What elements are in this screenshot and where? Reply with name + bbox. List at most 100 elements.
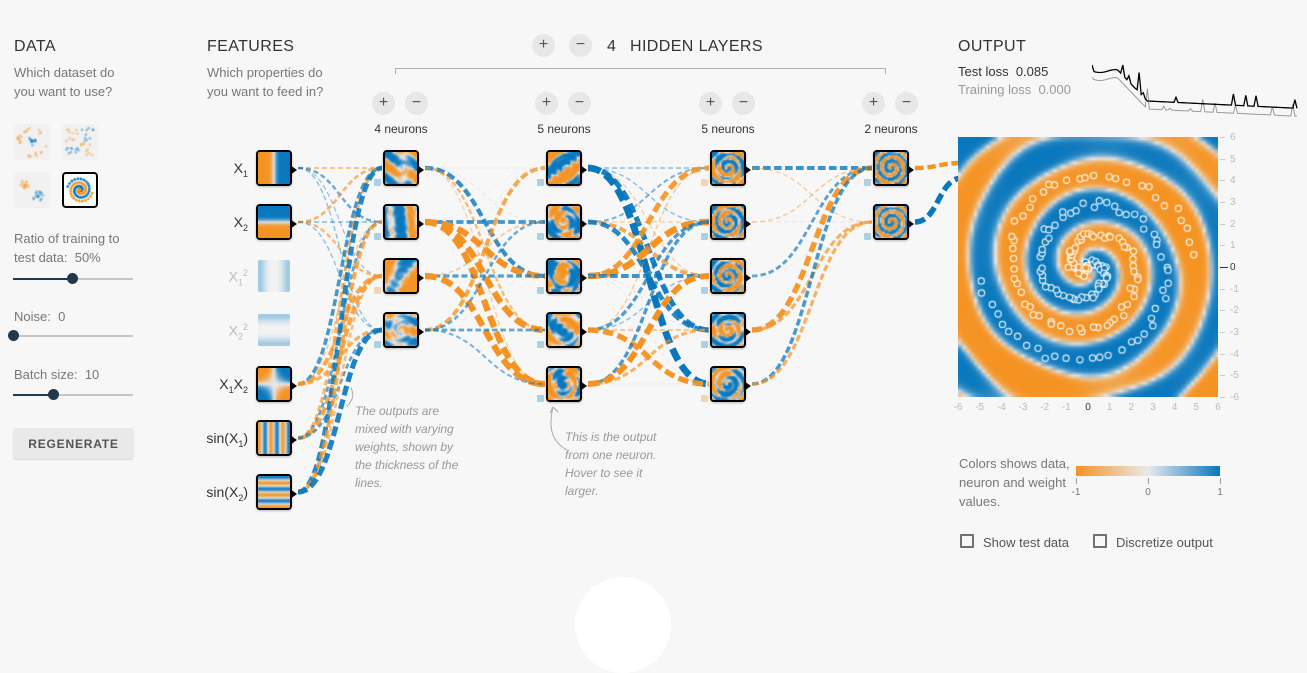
- test-loss: Test loss 0.085: [958, 64, 1049, 79]
- neuron-layer2-2-canvas: [548, 206, 580, 238]
- ratio-slider[interactable]: [13, 273, 133, 284]
- color-scale-tickmark: [1148, 478, 1149, 484]
- neuron-layer1-1[interactable]: [374, 150, 424, 186]
- remove-neuron-button-layer-3[interactable]: −: [732, 92, 755, 115]
- output-nub-icon: [290, 165, 297, 175]
- y-axis-tick-label: 4: [1230, 175, 1236, 187]
- bias-square[interactable]: [701, 395, 708, 402]
- x-axis-tick-label: 0: [1085, 402, 1091, 413]
- annotation-weights: The outputs are mixed with varying weigh…: [355, 404, 459, 490]
- output-nub-icon: [744, 165, 751, 175]
- noise-slider-knob[interactable]: [8, 330, 19, 341]
- feature-node-x2[interactable]: [256, 204, 297, 240]
- noise-slider[interactable]: [8, 330, 133, 341]
- remove-layer-button[interactable]: −: [569, 34, 592, 57]
- dataset-thumb-xor[interactable]: [62, 124, 98, 160]
- bias-square[interactable]: [701, 287, 708, 294]
- noise-value: 0: [58, 309, 66, 324]
- neuron-layer3-3[interactable]: [701, 258, 751, 294]
- bias-square[interactable]: [537, 341, 544, 348]
- x-axis-tick-label: 2: [1128, 402, 1135, 413]
- output-nub-icon: [417, 219, 424, 229]
- bias-square[interactable]: [537, 395, 544, 402]
- color-scale-tick-label: -1: [1071, 487, 1081, 498]
- neuron-layer3-4[interactable]: [701, 312, 751, 348]
- add-neuron-button-layer-1[interactable]: +: [372, 92, 395, 115]
- discretize-output-checkbox[interactable]: [1093, 534, 1107, 548]
- ratio-slider-knob[interactable]: [66, 273, 78, 284]
- output-nub-icon: [580, 219, 587, 229]
- output-nub-icon: [417, 327, 424, 337]
- dataset-thumb-spiral[interactable]: [62, 172, 98, 208]
- feature-node-x1sq[interactable]: [256, 258, 292, 294]
- add-layer-button[interactable]: +: [532, 34, 555, 57]
- neuron-layer4-1[interactable]: [864, 150, 914, 186]
- neuron-layer1-2[interactable]: [374, 204, 424, 240]
- bias-square[interactable]: [701, 341, 708, 348]
- y-axis-tickmark: [1220, 397, 1225, 398]
- neuron-layer2-2[interactable]: [537, 204, 587, 240]
- bias-square[interactable]: [537, 179, 544, 186]
- remove-neuron-button-layer-4[interactable]: −: [895, 92, 918, 115]
- dataset-thumb-circle[interactable]: [14, 124, 50, 160]
- bias-square[interactable]: [374, 179, 381, 186]
- annotation-neuron: This is the output from one neuron. Hove…: [565, 430, 657, 498]
- dataset-thumb-gaussian-canvas: [16, 174, 48, 206]
- dataset-thumb-gaussian[interactable]: [14, 172, 50, 208]
- add-neuron-button-layer-2[interactable]: +: [535, 92, 558, 115]
- x-axis-tick-label: -1: [1061, 402, 1071, 413]
- y-axis-tick-label: -3: [1230, 327, 1239, 338]
- neuron-layer2-5[interactable]: [537, 366, 587, 402]
- output-nub-icon: [744, 219, 751, 229]
- feature-node-sinx1[interactable]: [256, 420, 297, 456]
- remove-neuron-button-layer-2[interactable]: −: [568, 92, 591, 115]
- neuron-layer4-2[interactable]: [864, 204, 914, 240]
- neuron-layer2-1[interactable]: [537, 150, 587, 186]
- bias-square[interactable]: [701, 179, 708, 186]
- feature-node-x1[interactable]: [256, 150, 297, 186]
- add-neuron-button-layer-3[interactable]: +: [699, 92, 722, 115]
- y-axis-tickmark: [1220, 375, 1225, 377]
- feature-node-x2sq[interactable]: [256, 312, 292, 348]
- bias-square[interactable]: [374, 287, 381, 294]
- bias-square[interactable]: [701, 233, 708, 240]
- y-axis-tickmark: [1220, 310, 1225, 312]
- bias-square[interactable]: [537, 287, 544, 294]
- batch-slider-knob[interactable]: [47, 389, 59, 400]
- feature-node-x1x2[interactable]: [256, 366, 297, 402]
- neuron-layer4-2-canvas: [875, 206, 907, 238]
- batch-slider[interactable]: [13, 389, 133, 400]
- output-nub-icon: [417, 273, 424, 283]
- y-axis-tickmark: [1220, 158, 1225, 160]
- neuron-layer3-4-canvas: [712, 314, 744, 346]
- dataset-thumb-spiral-canvas: [64, 174, 96, 206]
- playground-app: DATA Which dataset do you want to use? R…: [8, 34, 1298, 550]
- neuron-layer3-5[interactable]: [701, 366, 751, 402]
- output-nub-icon: [907, 219, 914, 229]
- add-neuron-button-layer-4[interactable]: +: [862, 92, 885, 115]
- y-axis-tick-label: 2: [1230, 218, 1236, 230]
- output-nub-icon: [744, 327, 751, 337]
- show-test-data-checkbox[interactable]: [960, 534, 974, 548]
- color-scale-tickmark: [1076, 478, 1077, 484]
- y-axis-tickmark: [1220, 288, 1225, 290]
- neuron-layer2-3[interactable]: [537, 258, 587, 294]
- show-test-data-label: Show test data: [983, 535, 1069, 550]
- neuron-layer1-4[interactable]: [374, 312, 424, 348]
- bias-square[interactable]: [374, 341, 381, 348]
- neuron-layer1-3[interactable]: [374, 258, 424, 294]
- neuron-layer3-2[interactable]: [701, 204, 751, 240]
- bias-square[interactable]: [864, 179, 871, 186]
- bias-square[interactable]: [374, 233, 381, 240]
- discretize-output-label: Discretize output: [1116, 535, 1213, 550]
- feature-node-sinx2[interactable]: [256, 474, 297, 510]
- neuron-layer2-1-canvas: [548, 152, 580, 184]
- remove-neuron-button-layer-1[interactable]: −: [405, 92, 428, 115]
- neuron-layer3-1[interactable]: [701, 150, 751, 186]
- bias-square[interactable]: [537, 233, 544, 240]
- bias-square[interactable]: [864, 233, 871, 240]
- regenerate-button[interactable]: REGENERATE: [13, 428, 134, 459]
- neuron-layer2-4[interactable]: [537, 312, 587, 348]
- y-axis-tick-label: 5: [1230, 153, 1236, 165]
- output-nub-icon: [290, 489, 297, 499]
